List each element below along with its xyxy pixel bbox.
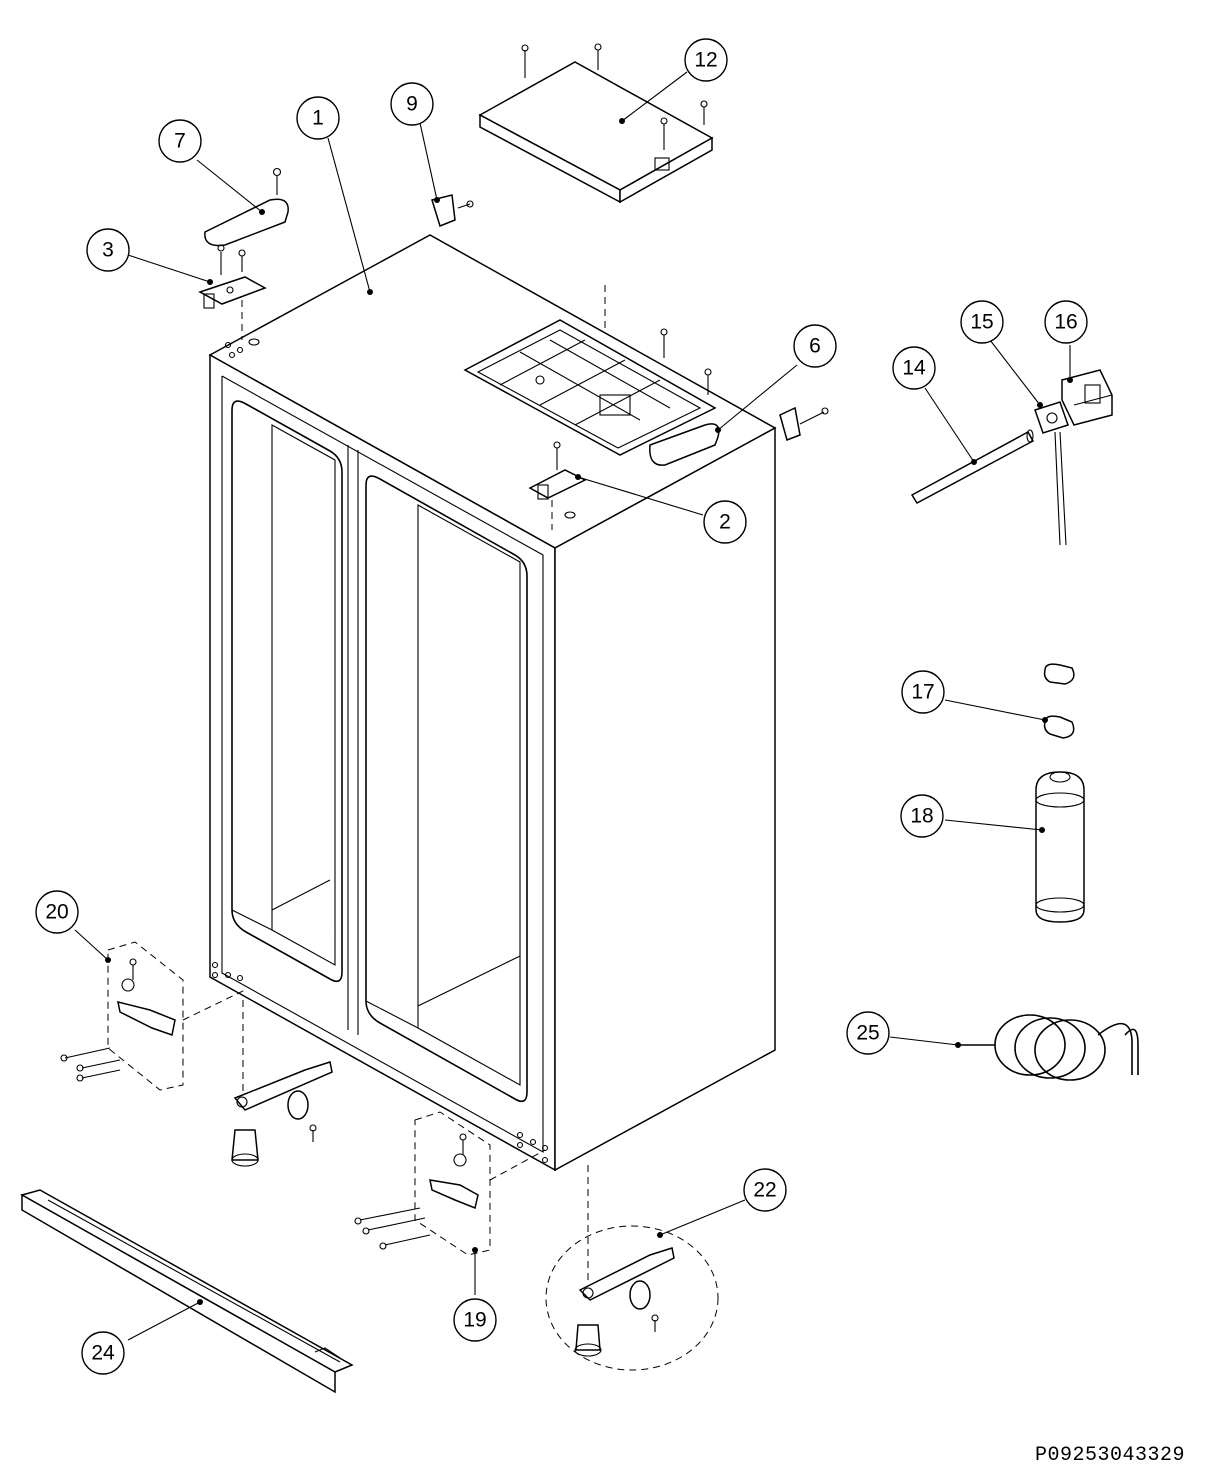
top-hinge-right (528, 441, 587, 530)
callout-24: 24 (81, 1331, 125, 1375)
callout-16: 16 (1044, 300, 1088, 344)
top-hinge-left (198, 244, 267, 340)
svg-text:15: 15 (970, 311, 993, 334)
water-filter-18 (1035, 771, 1085, 923)
clips-17 (1043, 663, 1075, 739)
svg-text:17: 17 (911, 681, 934, 704)
svg-text:25: 25 (856, 1022, 879, 1045)
side-bracket (779, 406, 829, 441)
svg-text:6: 6 (809, 335, 821, 358)
svg-text:20: 20 (45, 901, 68, 924)
svg-text:14: 14 (902, 357, 926, 380)
hinge-cover-left (204, 167, 289, 247)
svg-text:24: 24 (91, 1342, 115, 1365)
callout-2: 2 (703, 500, 747, 544)
svg-text:9: 9 (406, 93, 418, 116)
callout-17: 17 (901, 670, 945, 714)
svg-text:18: 18 (910, 805, 933, 828)
svg-text:12: 12 (694, 49, 717, 72)
hinge-cover-right (649, 328, 720, 466)
callout-25: 25 (846, 1011, 890, 1055)
callout-19: 19 (453, 1298, 497, 1342)
control-panel-tray (463, 285, 717, 456)
diagram-part-code: P09253043329 (1035, 1444, 1186, 1467)
top-cover (478, 43, 714, 204)
svg-text:22: 22 (753, 1179, 776, 1202)
svg-text:1: 1 (312, 107, 324, 130)
callout-20: 20 (35, 890, 79, 934)
bottom-hinge-assembly-20 (60, 941, 246, 1091)
svg-text:7: 7 (174, 130, 186, 153)
svg-text:3: 3 (102, 239, 114, 262)
callout-15: 15 (960, 300, 1004, 344)
callout-9: 9 (390, 82, 434, 126)
svg-text:16: 16 (1054, 311, 1077, 334)
valve-bracket-16 (1061, 369, 1113, 426)
svg-text:2: 2 (719, 511, 731, 534)
callout-3: 3 (86, 228, 130, 272)
coiled-tube-25 (958, 1014, 1139, 1081)
bottom-hinge-assembly-19 (354, 1111, 546, 1256)
callout-6: 6 (793, 324, 837, 368)
water-tube-14 (910, 429, 1035, 504)
leader-lines (74, 71, 1073, 1341)
base-grille-24 (20, 1189, 354, 1394)
callout-1: 1 (296, 96, 340, 140)
roller-assembly-22 (545, 1165, 719, 1371)
callout-7: 7 (158, 119, 202, 163)
valve-15 (1034, 401, 1069, 546)
bottom-hinge-roller-left (231, 1000, 333, 1167)
svg-text:19: 19 (463, 1309, 486, 1332)
cabinet-body (208, 234, 777, 1172)
callout-18: 18 (900, 794, 944, 838)
callout-22: 22 (743, 1168, 787, 1212)
callout-14: 14 (892, 346, 936, 390)
callout-12: 12 (684, 38, 728, 82)
